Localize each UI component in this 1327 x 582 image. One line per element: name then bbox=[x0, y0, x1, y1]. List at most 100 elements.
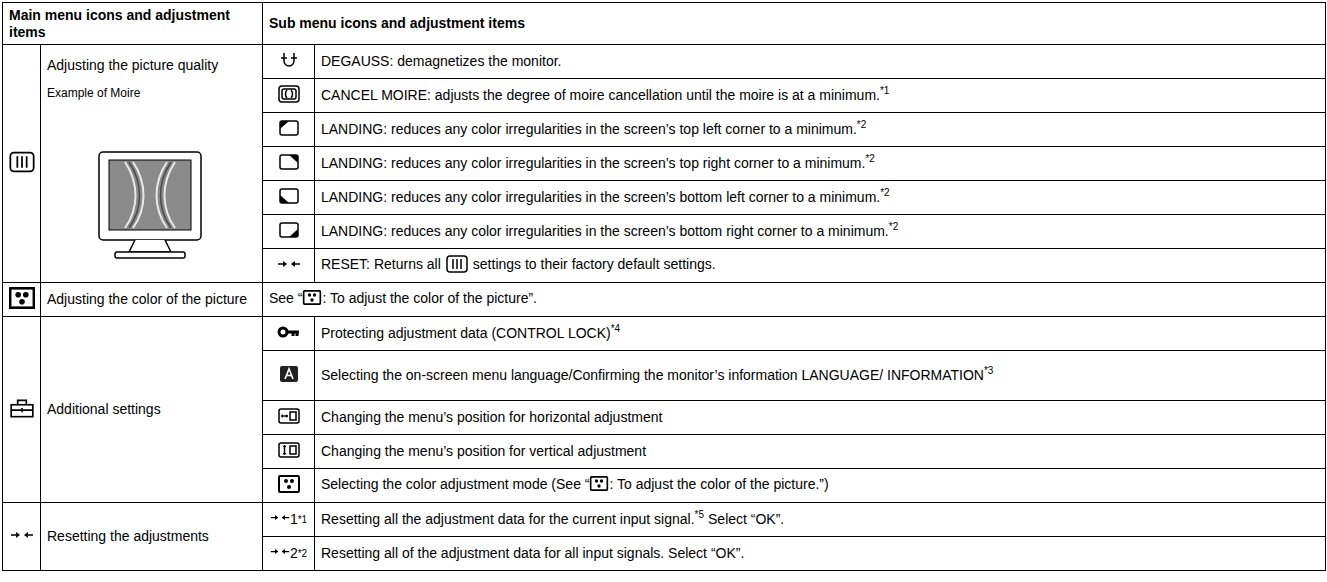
bl-icon bbox=[277, 186, 301, 210]
cell-text-group: Selecting the on-screen menu language/Co… bbox=[321, 367, 993, 383]
footnote-mark: *2 bbox=[880, 187, 889, 198]
footnote-mark: *4 bbox=[611, 323, 620, 334]
cell-content: Selecting the on-screen menu language/Co… bbox=[321, 367, 993, 384]
horiz-icon bbox=[277, 406, 301, 430]
cell-text: : To adjust the color of the picture.”) bbox=[609, 476, 828, 492]
column-header: Sub menu icons and adjustment items bbox=[269, 15, 525, 31]
column-header: Main menu icons and adjustment items bbox=[9, 7, 230, 40]
reset-icon bbox=[277, 254, 301, 278]
table-cell: Additional settings bbox=[40, 316, 263, 503]
table-cell: DEGAUSS: demagnetizes the monitor. bbox=[314, 44, 1326, 79]
cell-text: 2 bbox=[290, 545, 298, 562]
table-cell: 2*2 bbox=[262, 536, 315, 571]
table-cell: Resetting the adjustments bbox=[40, 502, 263, 571]
br-icon bbox=[277, 220, 301, 244]
pic-icon bbox=[8, 150, 36, 178]
table-cell: Protecting adjustment data (CONTROL LOCK… bbox=[314, 316, 1326, 351]
cell-content: Changing the menu’s position for vertica… bbox=[321, 443, 646, 460]
table-cell bbox=[262, 400, 315, 435]
cell-content: Adjusting the color of the picture bbox=[47, 291, 247, 308]
cell-text: LANDING: reduces any color irregularitie… bbox=[321, 121, 857, 137]
cell-content: Additional settings bbox=[47, 401, 161, 418]
table-cell: Changing the menu’s position for vertica… bbox=[314, 434, 1326, 469]
table-cell: LANDING: reduces any color irregularitie… bbox=[314, 112, 1326, 147]
table-cell: CANCEL MOIRE: adjusts the degree of moir… bbox=[314, 78, 1326, 113]
table-cell: Resetting all of the adjustment data for… bbox=[314, 536, 1326, 571]
key-icon bbox=[277, 322, 301, 346]
cell-text: Adjusting the picture quality bbox=[47, 57, 218, 74]
tr-icon bbox=[277, 152, 301, 176]
cell-text: 1 bbox=[290, 511, 298, 528]
cell-text: Additional settings bbox=[47, 401, 161, 417]
table-cell bbox=[262, 248, 315, 283]
table-cell bbox=[262, 434, 315, 469]
cell-content: LANDING: reduces any color irregularitie… bbox=[321, 223, 898, 240]
table-cell bbox=[262, 146, 315, 181]
footnote-mark: *2 bbox=[865, 153, 874, 164]
cell-text: settings to their factory default settin… bbox=[473, 256, 716, 272]
table-cell: See “: To adjust the color of the pictur… bbox=[262, 282, 1326, 317]
cell-text: : To adjust the color of the picture”. bbox=[322, 290, 537, 306]
lang-icon bbox=[277, 364, 301, 388]
cell-content: See “: To adjust the color of the pictur… bbox=[269, 289, 537, 310]
cell-text: Example of Moire bbox=[47, 86, 140, 100]
table-cell: 1*1 bbox=[262, 502, 315, 537]
cell-text: DEGAUSS: demagnetizes the monitor. bbox=[321, 53, 561, 69]
degauss-icon bbox=[277, 50, 301, 74]
tl-icon bbox=[277, 118, 301, 142]
table-cell bbox=[262, 350, 315, 401]
cell-content: CANCEL MOIRE: adjusts the degree of moir… bbox=[321, 87, 889, 104]
moire-icon bbox=[277, 84, 301, 108]
table-cell: Resetting all the adjustment data for th… bbox=[314, 502, 1326, 537]
cell-text: CANCEL MOIRE: adjusts the degree of moir… bbox=[321, 87, 880, 103]
cell-text: Changing the menu’s position for vertica… bbox=[321, 443, 646, 459]
vert-icon bbox=[277, 440, 301, 464]
footnote-mark: *2 bbox=[889, 221, 898, 232]
table-cell: Changing the menu’s position for horizon… bbox=[314, 400, 1326, 435]
footnote-mark: *3 bbox=[984, 365, 993, 376]
cell-content: Resetting all the adjustment data for th… bbox=[321, 511, 784, 528]
footnote-mark: *1 bbox=[880, 85, 889, 96]
reset-icon bbox=[10, 525, 34, 549]
cell-text: Select “OK”. bbox=[708, 511, 784, 527]
table-cell bbox=[2, 316, 41, 503]
table-cell bbox=[262, 78, 315, 113]
table-cell: Adjusting the color of the picture bbox=[40, 282, 263, 317]
table-cell: LANDING: reduces any color irregularitie… bbox=[314, 214, 1326, 249]
moire-example-monitor bbox=[95, 148, 205, 266]
footnote-mark: *2 bbox=[857, 119, 866, 130]
cell-text: Resetting all of the adjustment data for… bbox=[321, 545, 744, 561]
reset-icon bbox=[270, 543, 290, 564]
table-cell: Main menu icons and adjustment items bbox=[2, 2, 263, 45]
footnote-mark: *5 bbox=[695, 509, 704, 520]
table-cell: Selecting the on-screen menu language/Co… bbox=[314, 350, 1326, 401]
cell-text: LANDING: reduces any color irregularitie… bbox=[321, 189, 880, 205]
cell-content: Resetting all of the adjustment data for… bbox=[321, 545, 744, 562]
table-cell: RESET: Returns allsettings to their fact… bbox=[314, 248, 1326, 283]
table-cell bbox=[2, 502, 41, 571]
cell-content: LANDING: reduces any color irregularitie… bbox=[321, 189, 890, 206]
cell-text: Selecting the color adjustment mode (See… bbox=[321, 476, 589, 492]
cell-content: Sub menu icons and adjustment items bbox=[269, 15, 525, 32]
table-cell: Adjusting the picture qualityExample of … bbox=[40, 44, 263, 283]
cell-content: DEGAUSS: demagnetizes the monitor. bbox=[321, 53, 561, 70]
cell-content: Resetting the adjustments bbox=[47, 528, 209, 545]
cell-content: LANDING: reduces any color irregularitie… bbox=[321, 121, 866, 138]
table-cell bbox=[2, 282, 41, 317]
cell-content: LANDING: reduces any color irregularitie… bbox=[321, 155, 875, 172]
cell-content: Changing the menu’s position for horizon… bbox=[321, 409, 662, 426]
cell-content: RESET: Returns allsettings to their fact… bbox=[321, 254, 716, 278]
table-cell: LANDING: reduces any color irregularitie… bbox=[314, 180, 1326, 215]
cell-content: Selecting the color adjustment mode (See… bbox=[321, 475, 829, 496]
reset-icon bbox=[270, 509, 290, 530]
cell-text: Adjusting the color of the picture bbox=[47, 291, 247, 307]
table-cell bbox=[262, 214, 315, 249]
cell-text: LANDING: reduces any color irregularitie… bbox=[321, 223, 889, 239]
cell-text: Resetting the adjustments bbox=[47, 528, 209, 544]
cell-text: Protecting adjustment data (CONTROL LOCK… bbox=[321, 325, 611, 341]
table-cell: LANDING: reduces any color irregularitie… bbox=[314, 146, 1326, 181]
colorbig-icon bbox=[9, 287, 35, 313]
table-cell: Selecting the color adjustment mode (See… bbox=[314, 468, 1326, 503]
table-cell bbox=[262, 44, 315, 79]
